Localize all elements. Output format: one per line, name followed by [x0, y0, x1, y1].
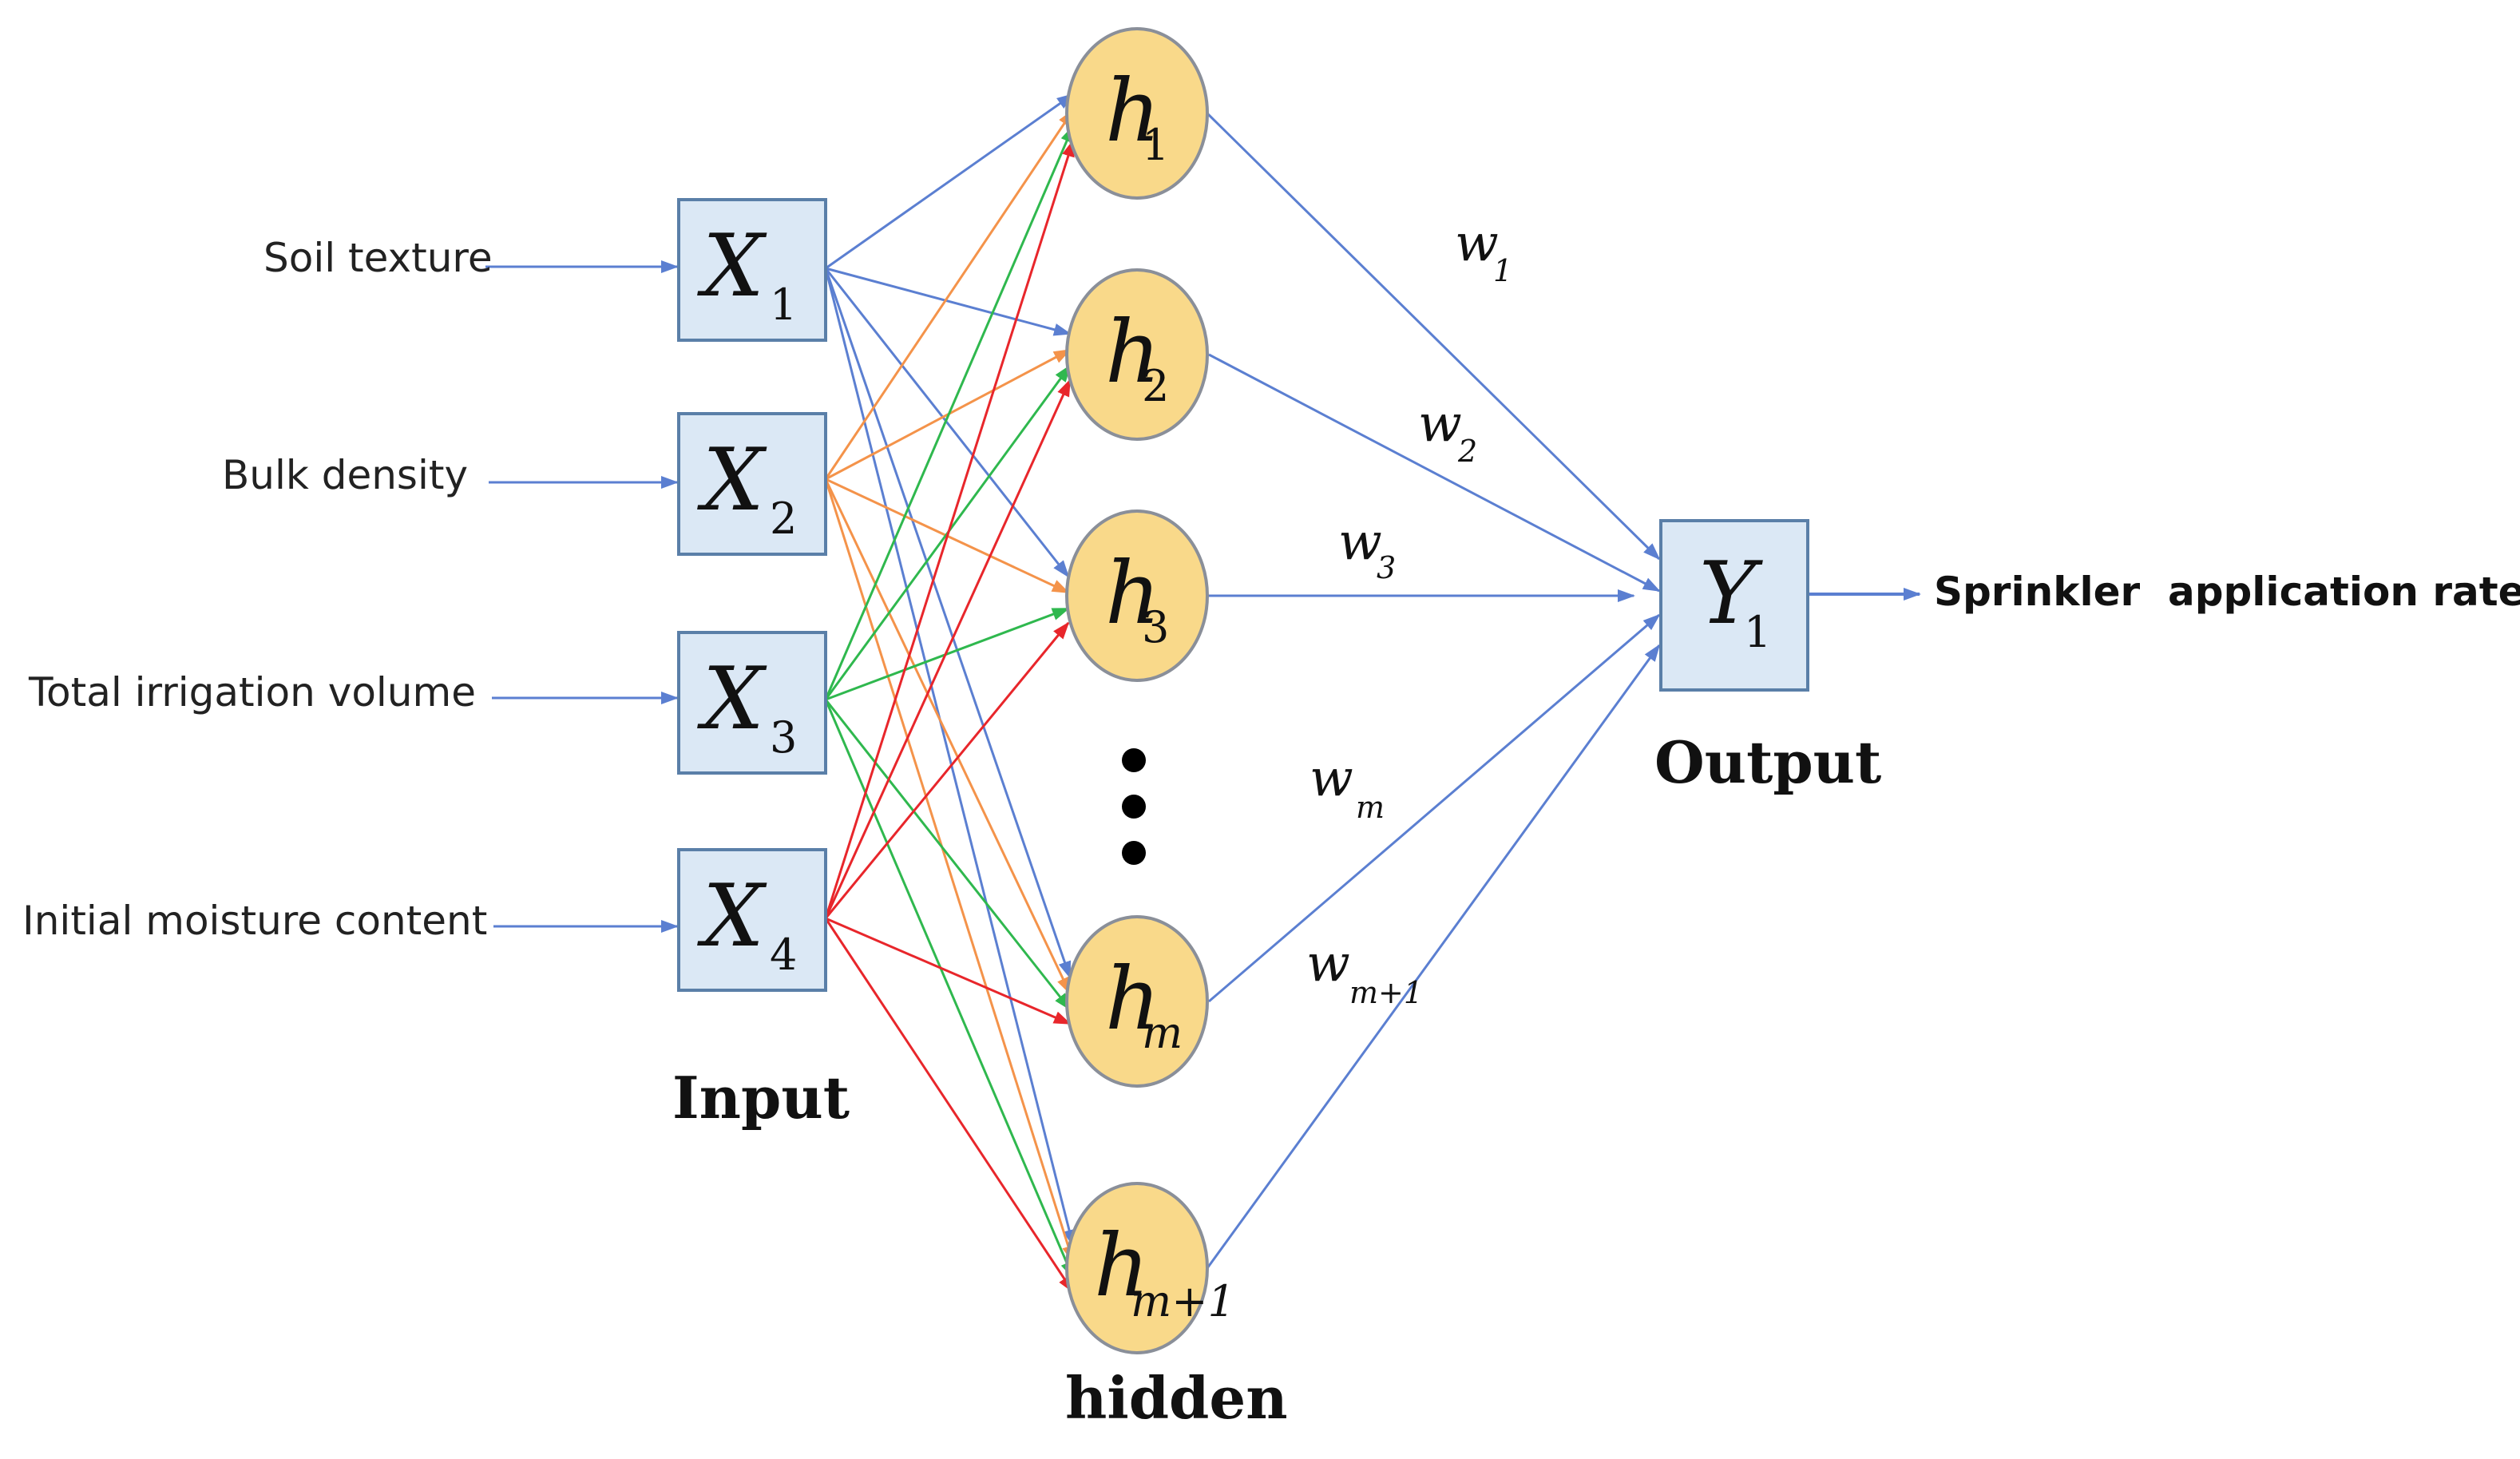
edge-h5-y1 [1206, 644, 1661, 1269]
ellipsis-dot [1122, 748, 1146, 772]
hidden-node-symbol: h [1105, 544, 1161, 644]
input-node-subscript: 3 [770, 712, 797, 763]
edge-x4-h1 [824, 139, 1075, 919]
hidden-node-subscript: 2 [1142, 361, 1169, 411]
edge-x2-h5 [824, 478, 1075, 1263]
ellipsis-dot [1122, 795, 1146, 819]
hidden-node-h3: h 3 [1065, 509, 1209, 682]
edge-x4-h4 [825, 917, 1072, 1025]
edge-x3-h1 [824, 125, 1075, 700]
hidden-node-symbol: h [1105, 303, 1161, 402]
edge-x1-h3 [824, 268, 1070, 578]
feature-label-initial-moisture-content: Initial moisture content [22, 898, 487, 944]
edge-h4-y1 [1208, 613, 1661, 1003]
edge-h1-y1 [1206, 112, 1661, 561]
weight-subscript: m [1356, 790, 1385, 825]
weight-label-wm1: w m+1 [1306, 934, 1423, 1010]
edge-x4-h3 [824, 621, 1070, 919]
input-node-x1: X 1 [677, 198, 827, 342]
edge-x4-h2 [824, 379, 1072, 919]
input-node-x4: X 4 [677, 848, 827, 992]
feature-label-soil-texture: Soil texture [263, 235, 493, 281]
connection-lines [485, 93, 1921, 1294]
output-label-sprinkler-application-rate: Sprinkler application rate [1934, 569, 2520, 615]
hidden-node-subscript: m [1142, 1008, 1183, 1058]
weight-subscript: 2 [1457, 434, 1477, 469]
ellipsis-dot [1122, 841, 1146, 865]
edge-x3-h5 [824, 699, 1075, 1279]
input-node-subscript: 4 [770, 930, 797, 980]
output-node-subscript: 1 [1744, 607, 1771, 657]
output-node-y1: Y 1 [1659, 519, 1809, 692]
hidden-node-subscript: 1 [1142, 120, 1169, 170]
edge-x1-h5 [824, 268, 1076, 1247]
hidden-node-symbol: h [1105, 950, 1161, 1049]
weight-label-w3: w 3 [1338, 513, 1396, 585]
weight-symbol: w [1306, 934, 1350, 993]
hidden-node-symbol: h [1094, 1216, 1150, 1316]
section-label-input: Input [672, 1064, 850, 1132]
weight-subscript: m+1 [1349, 975, 1423, 1010]
weight-symbol: w [1418, 394, 1462, 454]
edge-x1-h2 [825, 267, 1072, 336]
weight-label-w2: w 2 [1418, 394, 1477, 469]
edge-x2-h4 [824, 478, 1072, 995]
input-node-symbol: X [697, 866, 767, 966]
input-node-x2: X 2 [677, 412, 827, 556]
hidden-node-subscript: m+1 [1131, 1276, 1235, 1326]
hidden-node-symbol: h [1105, 61, 1161, 161]
input-node-x3: X 3 [677, 631, 827, 775]
section-label-output: Output [1654, 728, 1881, 796]
weight-symbol: w [1310, 749, 1353, 808]
input-node-symbol: X [697, 430, 767, 530]
input-node-subscript: 1 [770, 280, 797, 330]
weight-symbol: w [1338, 513, 1382, 572]
hidden-node-h1: h 1 [1065, 27, 1209, 200]
edge-h2-y1 [1208, 353, 1661, 593]
edge-x3-h3 [825, 607, 1070, 701]
output-node-symbol: Y [1699, 544, 1763, 644]
weight-symbol: w [1455, 214, 1499, 273]
hidden-node-hm1: h m+1 [1065, 1182, 1235, 1354]
edge-x2-h1 [824, 109, 1075, 480]
input-node-symbol: X [697, 649, 767, 749]
hidden-node-hm: h m [1065, 915, 1209, 1088]
weight-label-wm: w m [1310, 749, 1385, 825]
feature-label-bulk-density: Bulk density [222, 452, 468, 498]
input-node-symbol: X [697, 216, 767, 316]
input-node-subscript: 2 [770, 494, 797, 544]
edge-x3-h4 [824, 699, 1072, 1011]
edge-x1-h1 [825, 93, 1075, 270]
edge-x1-h4 [824, 268, 1072, 979]
weight-subscript: 3 [1377, 550, 1396, 585]
hidden-node-subscript: 3 [1142, 602, 1169, 652]
feature-label-total-irrigation-volume: Total irrigation volume [28, 669, 476, 716]
weight-label-w1: w 1 [1455, 214, 1512, 288]
weight-subscript: 1 [1493, 253, 1512, 288]
hidden-node-h2: h 2 [1065, 268, 1209, 441]
section-label-hidden: hidden [1065, 1364, 1288, 1432]
edge-x4-h5 [824, 918, 1075, 1294]
